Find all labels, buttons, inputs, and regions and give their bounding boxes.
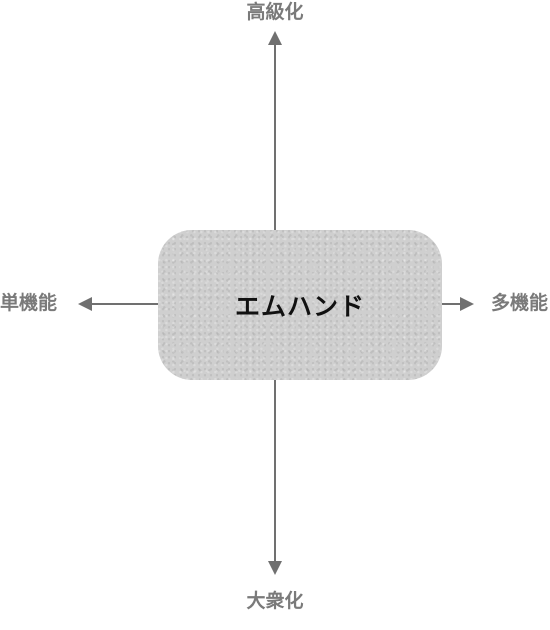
axis-label-top: 高級化 [0,3,550,22]
axis-label-bottom-text: 大衆化 [246,590,304,612]
axis-label-left: 単機能 [0,292,58,314]
arrow-left-head [78,297,92,311]
arrow-up-head [268,31,282,45]
axis-label-right: 多機能 [490,292,548,314]
arrow-right-head [460,297,474,311]
axis-label-bottom: 大衆化 [0,592,550,611]
center-node: エムハンド [158,230,442,380]
arrow-down-head [268,561,282,575]
axis-label-top-text: 高級化 [246,1,304,23]
center-node-label: エムハンド [234,292,365,321]
